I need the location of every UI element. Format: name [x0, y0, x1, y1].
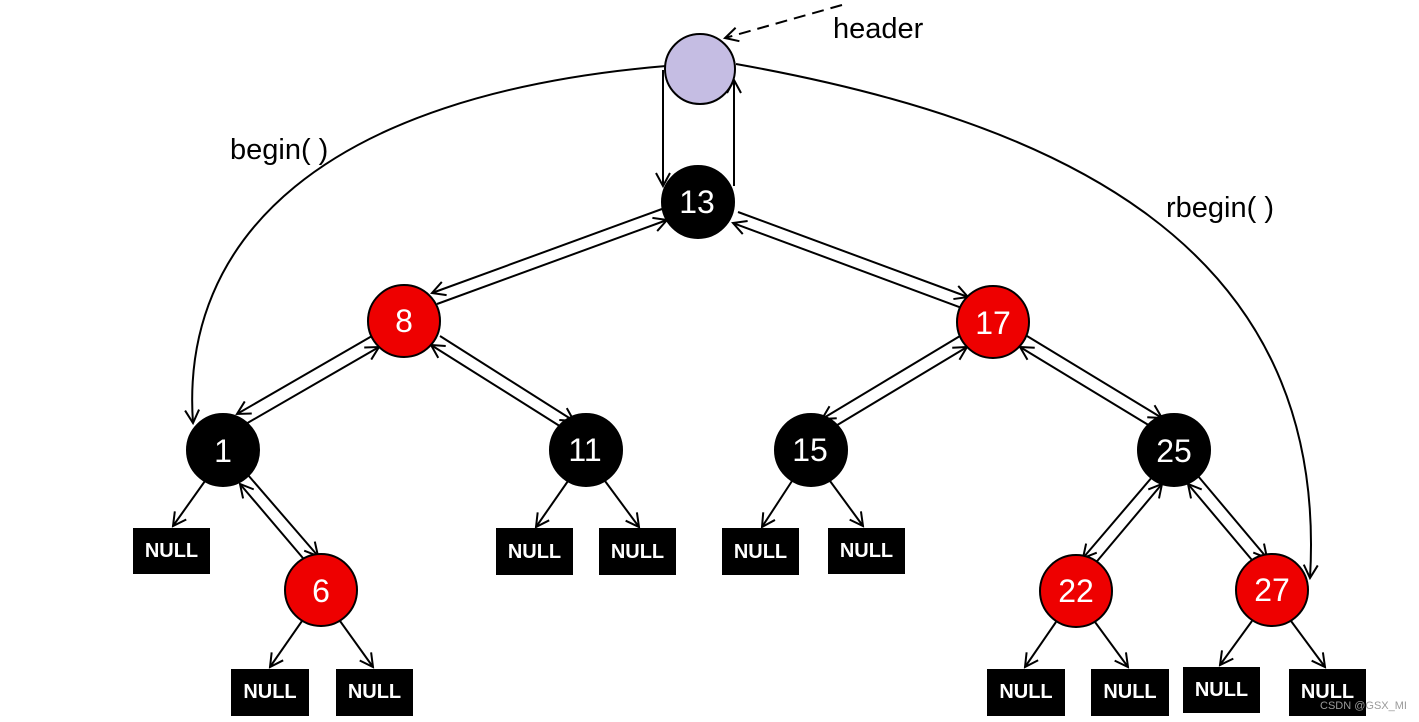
null-box: NULL [496, 528, 573, 575]
rbegin-curve-arrow [735, 63, 1311, 578]
null-label: NULL [1301, 681, 1354, 703]
tree-node-27: 27 [1235, 553, 1309, 627]
null-box: NULL [722, 528, 799, 575]
null-label: NULL [734, 541, 787, 563]
null-box: NULL [1289, 669, 1366, 716]
edge-11-to-8 [431, 345, 567, 431]
edge-25-to-17 [1020, 347, 1156, 430]
tree-node-15: 15 [774, 413, 848, 487]
null-label: NULL [508, 541, 561, 563]
watermark: CSDN @GSX_MI [1320, 700, 1407, 712]
null-box: NULL [1183, 667, 1260, 713]
edge-25-to-22 [1083, 475, 1154, 558]
rbegin-label: rbegin( ) [1166, 192, 1274, 224]
edge-27-to-25 [1188, 484, 1258, 567]
tree-node-22: 22 [1039, 554, 1113, 628]
tree-node-17: 17 [956, 285, 1030, 359]
edge-8-to-11 [439, 335, 574, 421]
node-value: 13 [679, 184, 715, 220]
edge-22-to-25 [1092, 484, 1162, 567]
node-value: 11 [568, 432, 601, 468]
edge-15-to-17 [828, 347, 967, 431]
null-label: NULL [1103, 681, 1156, 703]
null-box: NULL [1091, 669, 1169, 716]
edge-25-to-27 [1197, 475, 1267, 558]
null-label: NULL [999, 681, 1052, 703]
edge-13-to-8 [432, 208, 663, 293]
edge-27-to-null-right [1290, 620, 1325, 667]
node-value: 17 [975, 305, 1011, 341]
tree-node-8: 8 [367, 284, 441, 358]
null-label: NULL [145, 540, 198, 562]
node-value: 6 [312, 573, 330, 609]
tree-node-13: 13 [661, 165, 735, 239]
node-value: 22 [1058, 573, 1094, 609]
edge-8-to-13 [436, 220, 667, 305]
null-box: NULL [828, 528, 905, 574]
null-label: NULL [243, 681, 296, 703]
edge-22-to-null-left [1025, 621, 1057, 667]
edge-27-to-null-left [1220, 620, 1253, 665]
edge-6-to-null-right [339, 620, 373, 667]
edge-1-to-6 [247, 474, 318, 556]
begin-curve-arrow [192, 65, 667, 423]
edge-6-to-null-left [270, 620, 303, 667]
edge-15-to-null-left [762, 480, 793, 527]
edge-6-to-1 [240, 484, 309, 565]
begin-label: begin( ) [230, 134, 328, 166]
edge-17-to-25 [1026, 335, 1162, 418]
header-pointer-arrow [725, 4, 843, 38]
edge-17-to-15 [822, 335, 961, 419]
edge-11-to-null-left [536, 480, 569, 527]
tree-node-6: 6 [284, 553, 358, 627]
null-box: NULL [231, 669, 309, 716]
edge-1-to-8 [243, 347, 379, 426]
node-value: 1 [214, 433, 232, 469]
null-label: NULL [611, 541, 664, 563]
header-node [664, 33, 736, 105]
node-value: 8 [395, 303, 413, 339]
null-box: NULL [987, 669, 1065, 716]
edge-17-to-13 [733, 223, 963, 309]
edge-11-to-null-right [604, 480, 639, 527]
null-box: NULL [133, 528, 210, 574]
node-value: 27 [1254, 572, 1290, 608]
null-label: NULL [348, 681, 401, 703]
edge-8-to-1 [237, 335, 373, 414]
header-label: header [833, 13, 924, 45]
edge-22-to-null-right [1094, 621, 1128, 667]
null-label: NULL [1195, 679, 1248, 701]
node-value: 25 [1156, 433, 1192, 469]
tree-node-1: 1 [186, 413, 260, 487]
edge-13-to-17 [737, 211, 968, 297]
edge-15-to-null-right [829, 480, 863, 526]
null-label: NULL [840, 540, 893, 562]
edge-1-to-null [173, 480, 206, 526]
tree-node-11: 11 [549, 413, 623, 487]
null-box: NULL [599, 528, 676, 575]
tree-node-25: 25 [1137, 413, 1211, 487]
node-value: 15 [792, 432, 828, 468]
null-box: NULL [336, 669, 413, 716]
